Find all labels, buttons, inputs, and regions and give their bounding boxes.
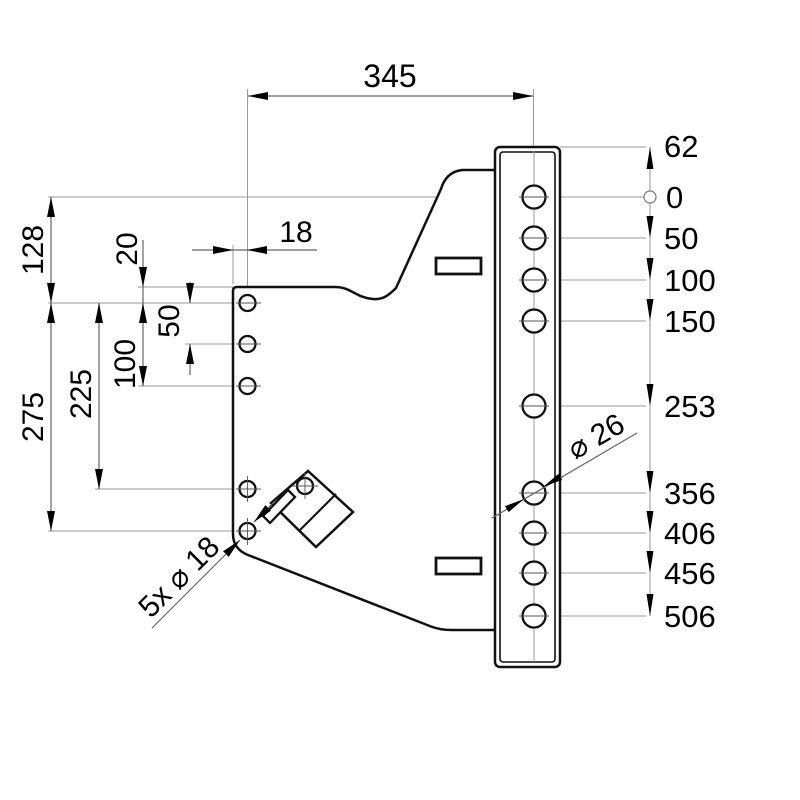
plate-hole-crosshairs xyxy=(236,302,261,545)
dim-50-label: 50 xyxy=(153,304,186,337)
datum-origin-marker xyxy=(643,190,657,204)
dim-345-label: 345 xyxy=(363,58,416,94)
top-slot xyxy=(434,256,483,276)
ordinate-label-506: 506 xyxy=(664,599,716,634)
ordinate-label-100: 100 xyxy=(664,263,716,298)
bottom-slot xyxy=(434,556,483,576)
clamp-hole-crosshair xyxy=(292,473,318,499)
clamp-bolt-tab xyxy=(261,488,297,525)
bar-holes xyxy=(519,184,549,629)
dim-20-label: 20 xyxy=(111,232,144,265)
ordinate-label-356: 356 xyxy=(664,476,716,511)
dim-225-label: 225 xyxy=(65,369,98,419)
arrowheads xyxy=(47,92,654,616)
dim-275-label: 275 xyxy=(17,392,50,442)
dim-18-label: 18 xyxy=(279,216,312,249)
ordinate-label-50: 50 xyxy=(664,221,698,256)
ordinate-label-253: 253 xyxy=(664,389,716,424)
ordinate-label-150: 150 xyxy=(664,304,716,339)
ordinate-label-406: 406 xyxy=(664,516,716,551)
drilled-bar-inner xyxy=(499,151,556,663)
clamp-block-fold-line xyxy=(298,493,337,532)
ordinate-label-456: 456 xyxy=(664,556,716,591)
ordinate-label-0: 0 xyxy=(666,180,683,215)
dim-100-label: 100 xyxy=(109,339,142,389)
ordinate-label-62: 62 xyxy=(664,129,698,164)
plate-holes xyxy=(236,293,318,545)
clamp-block xyxy=(269,469,355,549)
dim-128-label: 128 xyxy=(17,225,50,275)
callout-small-holes-label: 5x ⌀ 18 xyxy=(132,530,226,624)
